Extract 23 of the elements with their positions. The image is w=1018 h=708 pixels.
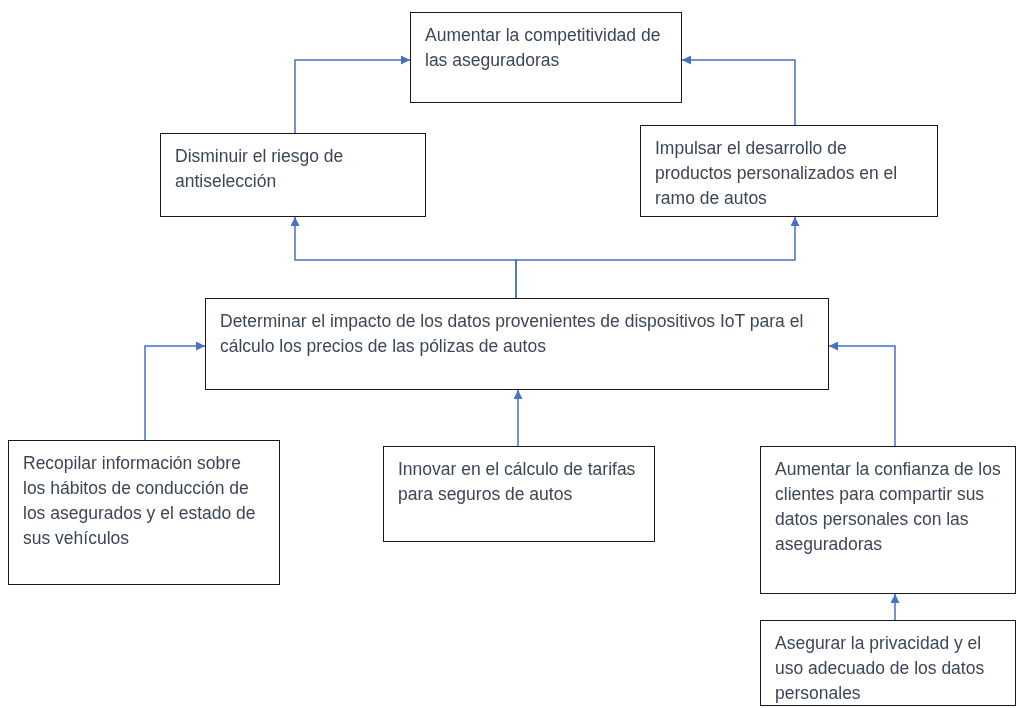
process-box [205, 298, 829, 390]
arrow [515, 216, 800, 299]
box-text: Impulsar el desarrollo de productos personalizados en el ramo de autos [655, 137, 899, 210]
process-box [160, 133, 426, 217]
box-text: Aumentar la competitividad de las aseguradoras [425, 24, 662, 72]
arrow [681, 55, 796, 126]
box-text: Aumentar la confianza de los clientes para compartir sus datos personales con las aseguradoras [775, 458, 1002, 556]
box-text: Determinar el impacto de los datos provenientes de dispositivos IoT para el cálculo los precios de las pólizas de autos [220, 310, 805, 358]
process-box [383, 446, 655, 542]
arrow [144, 341, 206, 441]
process-box [760, 620, 1016, 706]
process-box [640, 125, 938, 217]
arrow [890, 593, 900, 621]
box-text: Recopilar información sobre los hábitos de conducción de los asegurados y el estado de sus vehículos [23, 452, 257, 550]
box-text: Disminuir el riesgo de antiselección [175, 145, 345, 193]
arrow [513, 389, 523, 447]
arrow [294, 55, 411, 134]
process-box [410, 12, 682, 103]
process-box [8, 440, 280, 585]
process-box [760, 446, 1016, 594]
box-text: Innovar en el cálculo de tarifas para seguros de autos [398, 458, 637, 506]
box-text: Asegurar la privacidad y el uso adecuado de los datos personales [775, 632, 986, 705]
arrow [828, 341, 896, 447]
